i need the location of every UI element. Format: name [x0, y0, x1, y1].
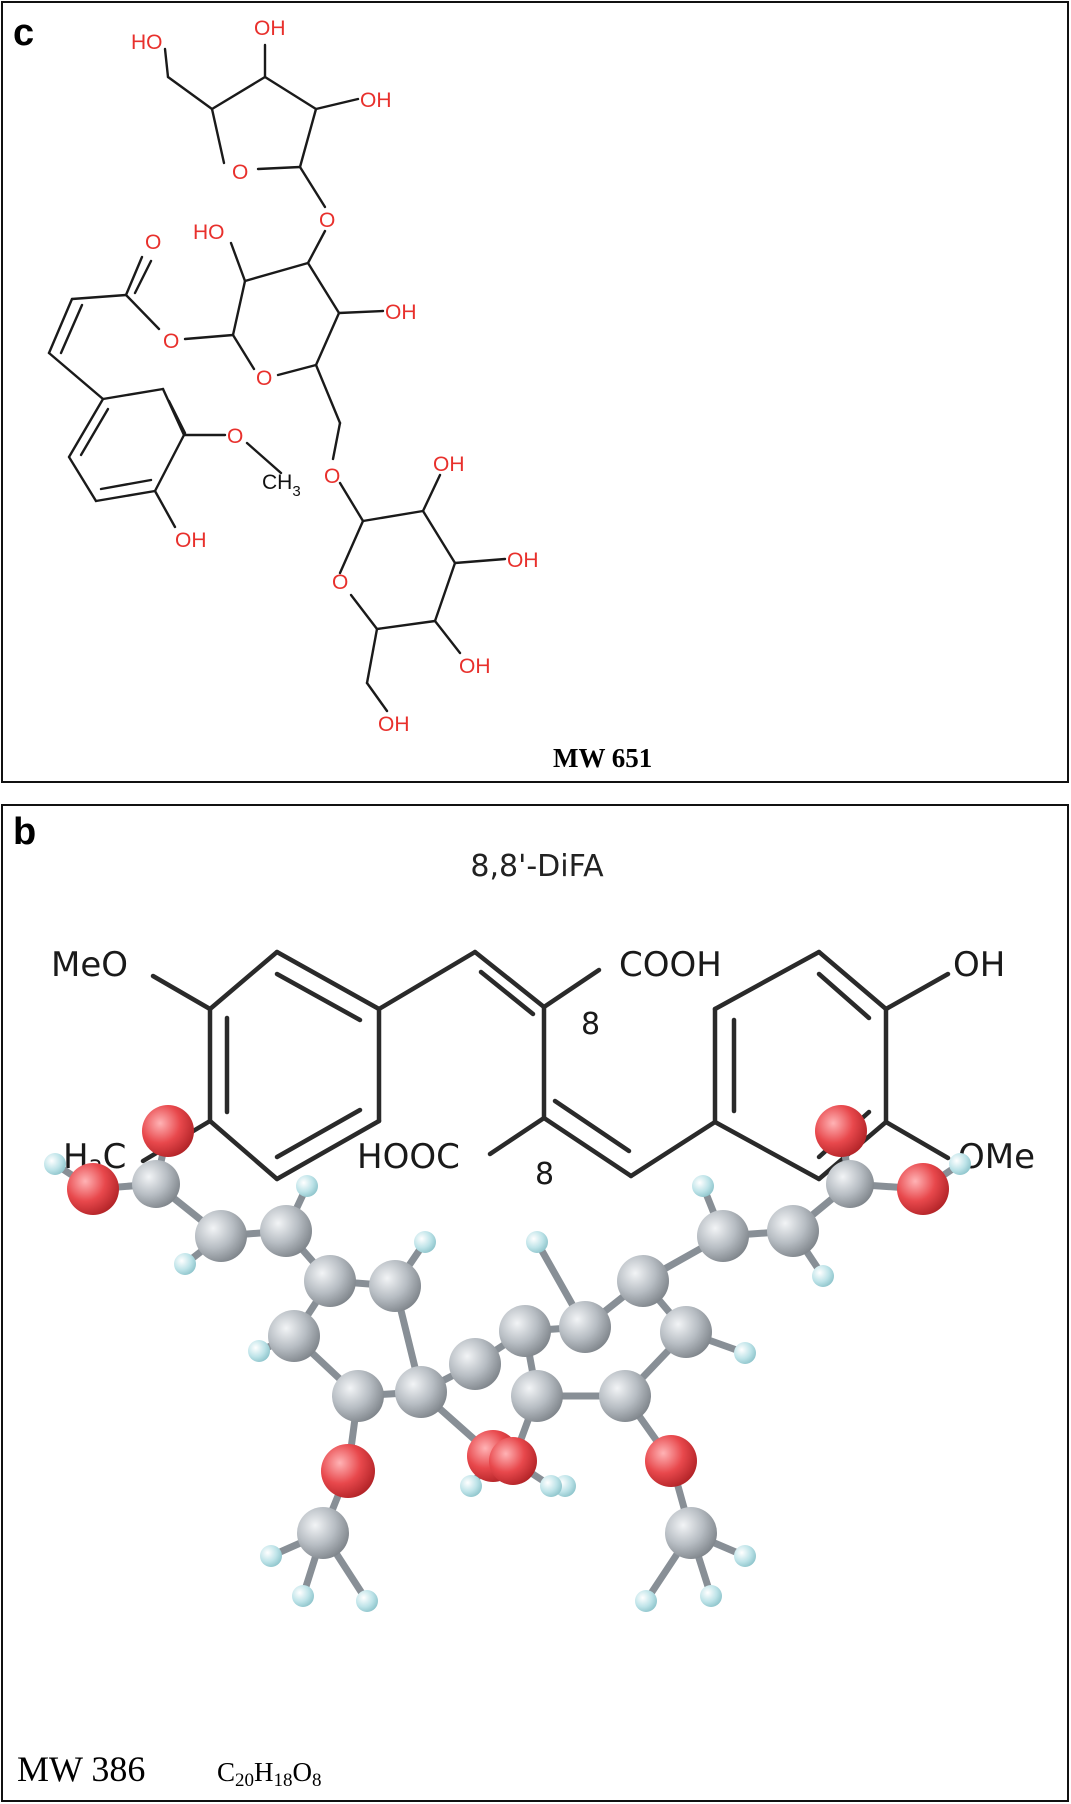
carbon-atom: [369, 1260, 421, 1312]
oxygen-atom: [142, 1105, 194, 1157]
hydrogen-atom: [692, 1175, 714, 1197]
oxygen-atom: [897, 1163, 949, 1215]
carbon-atom: [599, 1370, 651, 1422]
formula-h-count: 18: [274, 1770, 293, 1791]
hydrogen-atom: [356, 1590, 378, 1612]
carbon-atom: [332, 1370, 384, 1422]
carbon-atom: [697, 1210, 749, 1262]
hydrogen-atom: [812, 1265, 834, 1287]
panel-b: b 8,8'-DiFA: [1, 804, 1069, 1802]
carbon-atom: [260, 1205, 312, 1257]
label-cooh-top: COOH: [619, 945, 722, 985]
furanose-ring: [163, 43, 360, 209]
label-o-pyranose-2: O: [332, 571, 348, 594]
carbon-atom: [511, 1370, 563, 1422]
hydrogen-atom: [44, 1153, 66, 1175]
label-hooc-bottom: HOOC: [357, 1137, 460, 1177]
panel-c-letter: c: [13, 12, 34, 54]
label-oh-7: OH: [378, 713, 410, 736]
formula-c-count: 20: [235, 1770, 254, 1791]
label-oh-5: OH: [507, 549, 539, 572]
molecular-formula: C20H18O8: [217, 1757, 322, 1791]
hydrogen-atom: [635, 1590, 657, 1612]
carbon-atom: [304, 1255, 356, 1307]
carbon-atom: [195, 1210, 247, 1262]
panel-c: c: [1, 1, 1069, 783]
carbon-atom: [617, 1255, 669, 1307]
oxygen-atom: [645, 1435, 697, 1487]
label-ho-mid: HO: [193, 221, 225, 244]
formula-o-count: 8: [312, 1770, 322, 1791]
label-meo: MeO: [51, 945, 128, 985]
carbon-atom: [665, 1507, 717, 1559]
hydrogen-atom: [540, 1475, 562, 1497]
carbon-atom: [559, 1301, 611, 1353]
formula-c: C: [217, 1757, 235, 1787]
ester-linker: [47, 255, 161, 401]
label-o-carbonyl: O: [145, 231, 161, 254]
formula-h: H: [254, 1757, 274, 1787]
oxygen-atom: [67, 1163, 119, 1215]
label-oh-right: OH: [953, 945, 1005, 985]
label-oh-3: OH: [385, 301, 417, 324]
carbon-atom: [449, 1338, 501, 1390]
pyranose-ring-2: [338, 473, 507, 713]
label-o-link-1: O: [319, 209, 335, 232]
label-ch3: CH3: [262, 471, 301, 500]
carbon-atom: [297, 1507, 349, 1559]
carbon-atom: [132, 1160, 180, 1208]
mw-c: MW 651: [553, 743, 652, 773]
hydrogen-atom: [248, 1340, 270, 1362]
structure-b: b 8,8'-DiFA: [13, 811, 1035, 1791]
label-8-top: 8: [581, 1007, 600, 1042]
diagram-title: 8,8'-DiFA: [470, 849, 604, 884]
label-8-bottom: 8: [535, 1157, 554, 1192]
oxygen-atom: [321, 1444, 375, 1498]
label-o-link-2: O: [324, 465, 340, 488]
label-o-ester: O: [163, 330, 179, 353]
panel-b-letter: b: [13, 811, 36, 853]
hydrogen-atom: [460, 1475, 482, 1497]
ch3-main: CH: [262, 471, 292, 494]
hydrogen-atom: [526, 1231, 548, 1253]
hydrogen-atom: [700, 1585, 722, 1607]
hydrogen-atom: [414, 1231, 436, 1253]
structure-c: c: [13, 12, 652, 773]
label-oh-1: OH: [254, 17, 286, 40]
label-oh-4: OH: [433, 453, 465, 476]
ball-and-stick-model: [44, 1105, 971, 1612]
hydrogen-atom: [174, 1253, 196, 1275]
carbon-atom: [395, 1366, 447, 1418]
pyranose-ring-1: [183, 229, 385, 461]
ch3-subscript: 3: [292, 483, 300, 500]
oxygen-atom: [489, 1437, 537, 1485]
h3c-c: C: [103, 1137, 127, 1177]
label-oh-phenol: OH: [175, 529, 207, 552]
carbon-atom: [499, 1305, 551, 1357]
label-o-pyranose-1: O: [256, 367, 272, 390]
phenyl-ring-c: [67, 387, 283, 529]
hydrogen-atom: [260, 1545, 282, 1567]
skeletal-formula: [140, 949, 951, 1182]
label-o-methoxy: O: [227, 425, 243, 448]
label-ho-top: HO: [131, 31, 163, 54]
mw-b: MW 386: [17, 1749, 145, 1789]
carbon-atom: [268, 1310, 320, 1362]
label-ome-right: OMe: [958, 1137, 1035, 1177]
hydrogen-atom: [296, 1175, 318, 1197]
hydrogen-atom: [292, 1585, 314, 1607]
hydrogen-atom: [734, 1342, 756, 1364]
label-oh-2: OH: [360, 89, 392, 112]
formula-o: O: [293, 1757, 313, 1787]
carbon-atom: [660, 1306, 712, 1358]
carbon-atom: [826, 1160, 874, 1208]
oxygen-atom: [815, 1105, 867, 1157]
carbon-atom: [767, 1205, 819, 1257]
hydrogen-atom: [949, 1153, 971, 1175]
label-oh-6: OH: [459, 655, 491, 678]
hydrogen-atom: [734, 1545, 756, 1567]
label-o-furanose: O: [232, 161, 248, 184]
